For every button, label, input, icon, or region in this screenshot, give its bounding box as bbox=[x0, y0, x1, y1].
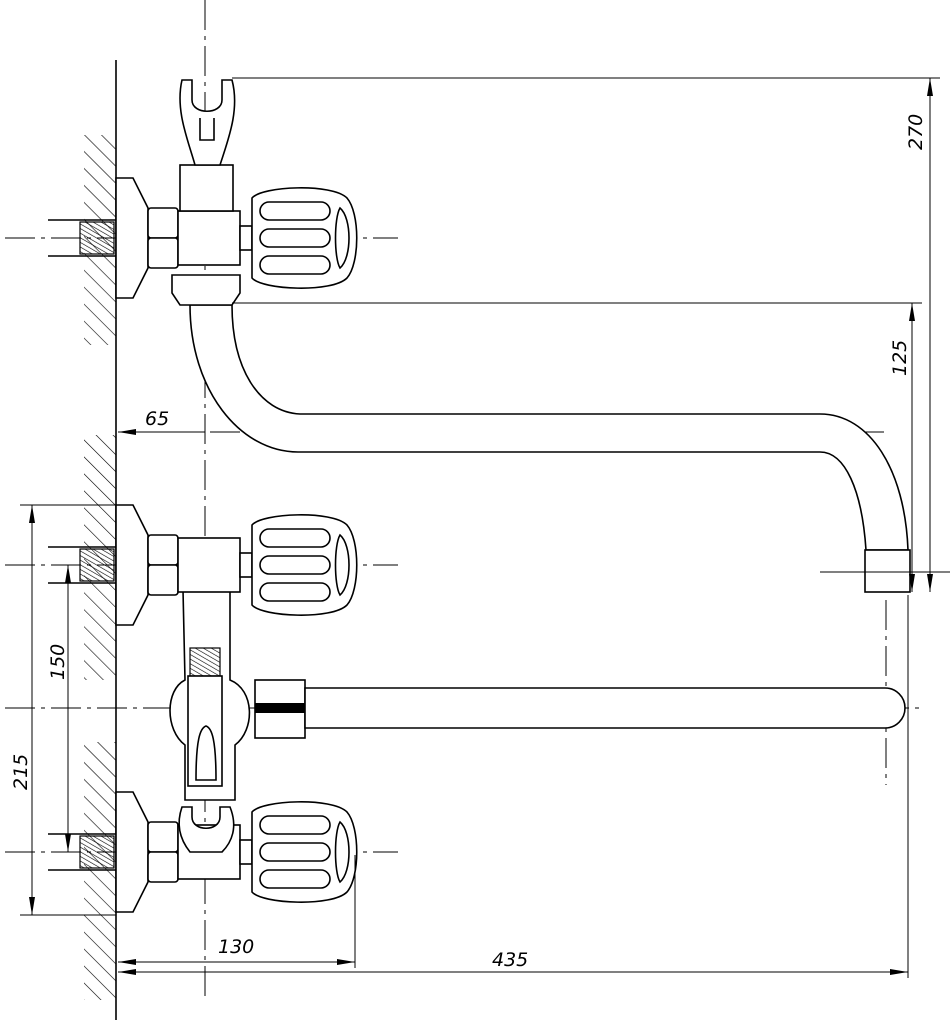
upper-spout bbox=[189, 304, 911, 593]
dim-150: 150 bbox=[47, 644, 69, 680]
dimension-lines bbox=[20, 77, 950, 978]
dim-215: 215 bbox=[10, 754, 32, 790]
wall bbox=[84, 60, 117, 1020]
bottom-valve bbox=[47, 791, 358, 913]
dim-65: 65 bbox=[145, 408, 169, 430]
lower-spout bbox=[304, 687, 906, 729]
upper-valve bbox=[47, 164, 358, 306]
dim-130: 130 bbox=[218, 936, 254, 958]
dim-270: 270 bbox=[905, 114, 927, 150]
shower-holder-top bbox=[179, 79, 236, 166]
mixer-body bbox=[169, 589, 306, 801]
dim-125: 125 bbox=[889, 340, 911, 376]
dim-435: 435 bbox=[492, 949, 528, 971]
